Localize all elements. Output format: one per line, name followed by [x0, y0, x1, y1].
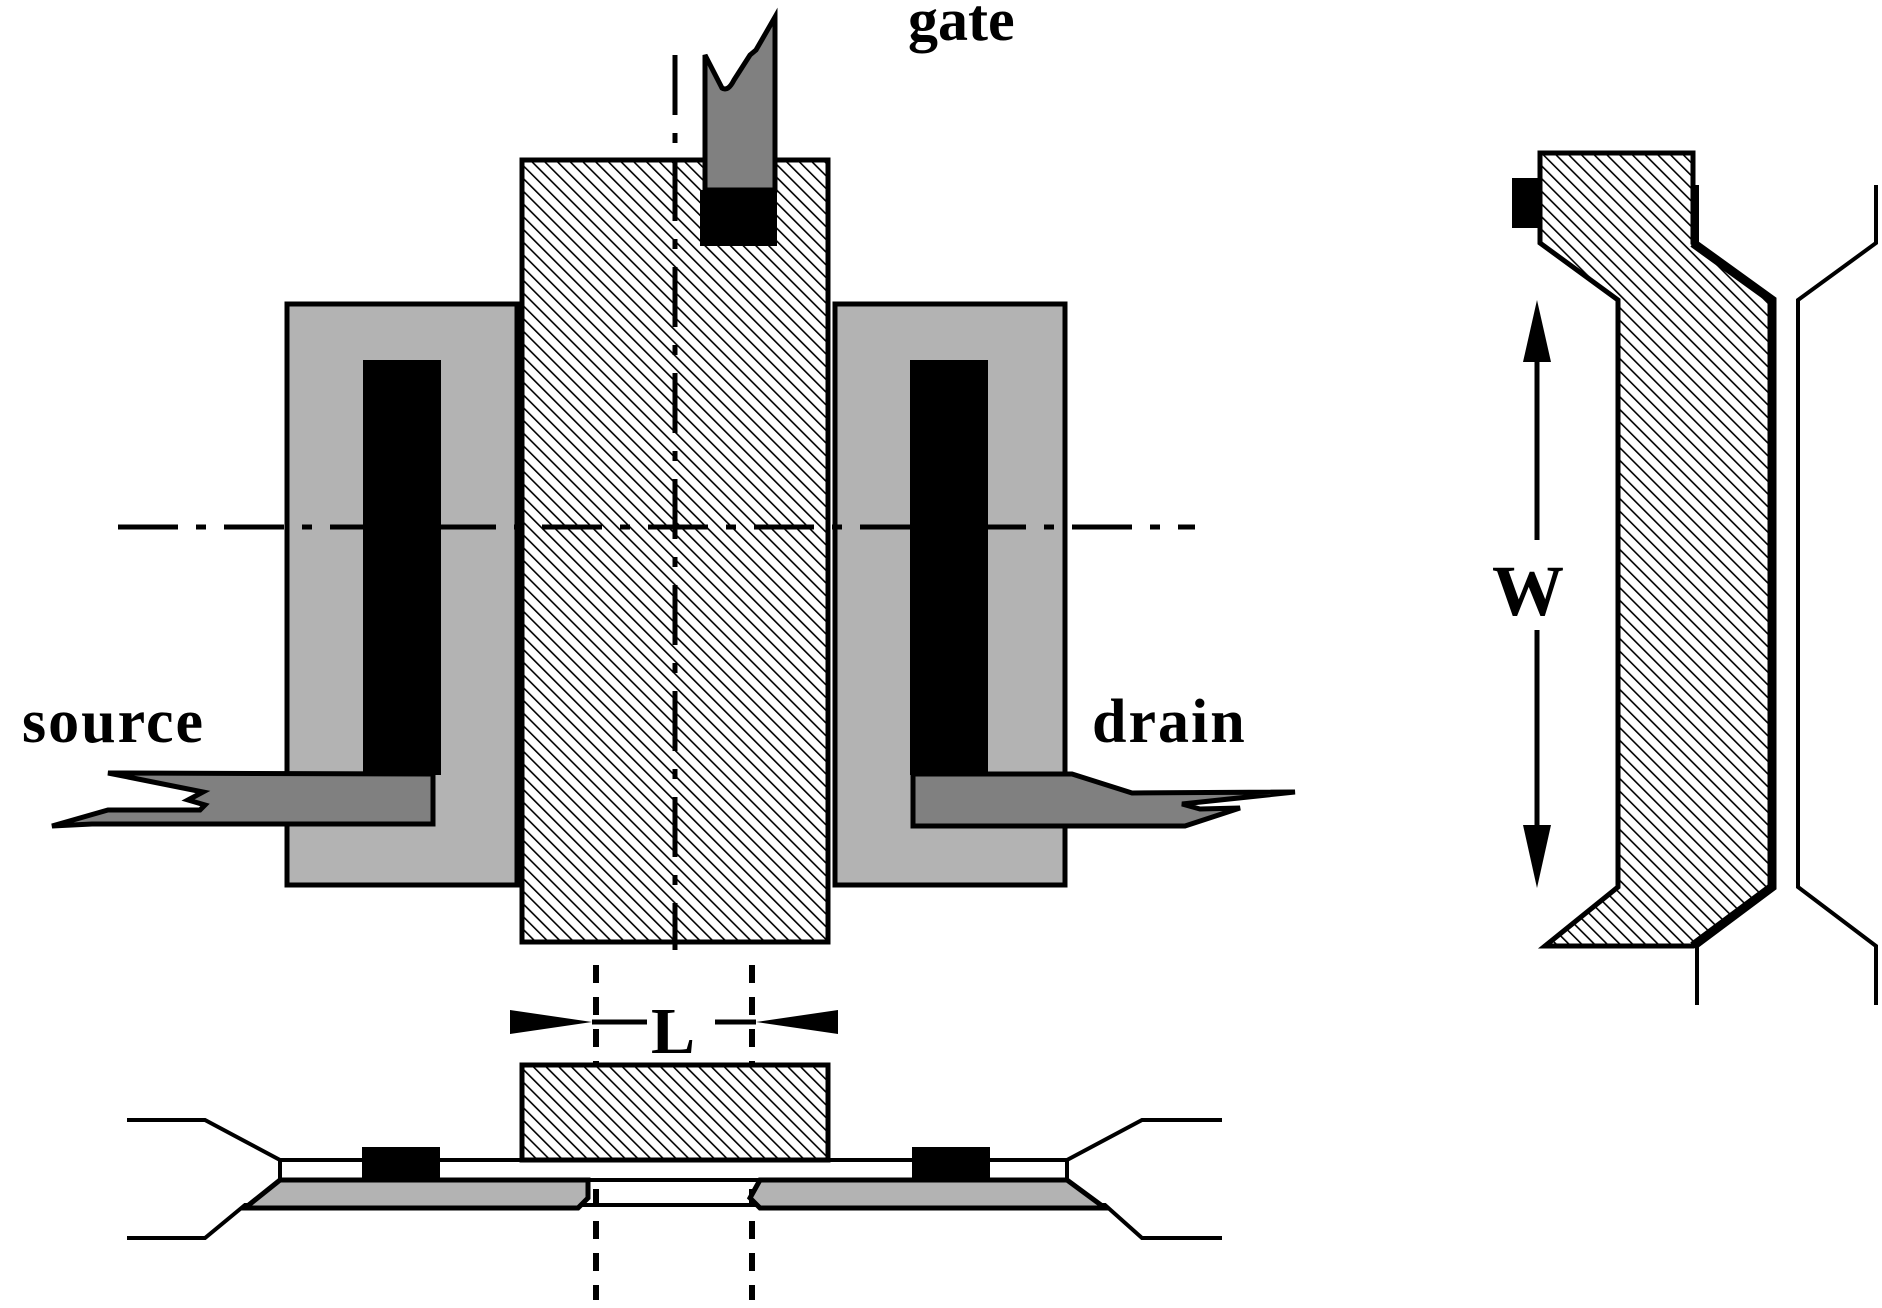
source-contact-strip: [363, 360, 441, 775]
cross-section-view: [127, 1062, 1222, 1240]
side-view: W: [1492, 150, 1878, 1005]
width-label: W: [1492, 551, 1564, 631]
gate-contact: [700, 190, 777, 246]
gate-lead: [702, 7, 778, 193]
width-dimension: W: [1492, 300, 1564, 888]
drain-lead: [910, 771, 1296, 829]
source-implant: [237, 1177, 591, 1211]
top-view: gate source drain: [22, 0, 1296, 950]
drain-label: drain: [1092, 688, 1247, 756]
length-arrow-left-icon: [510, 1010, 592, 1034]
side-gate-contact: [1512, 178, 1540, 228]
gate-cross-section: [519, 1062, 831, 1163]
gate-label: gate: [908, 0, 1015, 53]
length-label: L: [651, 995, 695, 1068]
width-arrow-down-icon: [1523, 825, 1551, 888]
source-contact: [362, 1147, 440, 1180]
length-arrow-right-icon: [756, 1010, 838, 1034]
substrate-outline: [127, 1203, 1222, 1240]
side-oxide-right-outline: [1796, 185, 1878, 1005]
width-arrow-up-icon: [1523, 300, 1551, 362]
source-label: source: [22, 688, 205, 756]
drain-contact: [912, 1147, 990, 1180]
gate-side-edge: [1690, 239, 1777, 950]
drain-contact-strip: [910, 360, 988, 775]
drain-implant: [746, 1177, 1113, 1211]
source-lead: [51, 770, 436, 829]
